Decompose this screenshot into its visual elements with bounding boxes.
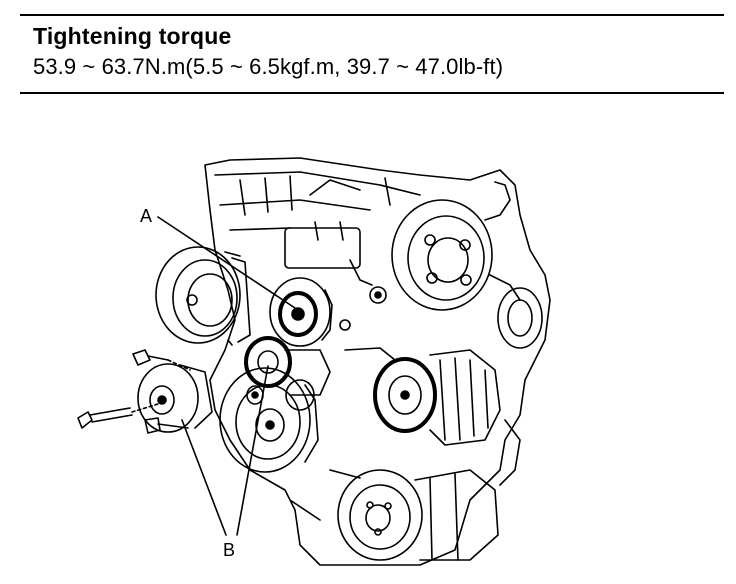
callout-b-leader-left	[181, 419, 227, 536]
bolt-upper	[132, 349, 169, 366]
callout-b-label: B	[223, 540, 235, 560]
torque-value: 53.9 ~ 63.7N.m(5.5 ~ 6.5kgf.m, 39.7 ~ 47…	[33, 54, 504, 79]
top-rule	[20, 14, 724, 16]
engine-detail-lines	[289, 259, 396, 521]
crankshaft-damper	[219, 367, 319, 473]
bracket-plate	[284, 227, 361, 269]
bracket-studs	[314, 221, 344, 241]
callout-a-label: A	[140, 206, 152, 226]
crankshaft-pulley	[155, 246, 251, 346]
ac-compressor-pulley	[337, 469, 499, 561]
auto-tensioner	[244, 336, 331, 411]
cylinder-head-detail	[214, 171, 421, 231]
bolt-left	[77, 407, 133, 429]
engine-block-outline	[204, 157, 551, 566]
bolt-head	[369, 286, 387, 304]
detached-idler-pulley	[137, 363, 213, 433]
alternator	[373, 349, 501, 446]
assembly-line	[131, 403, 159, 413]
torque-title: Tightening torque	[33, 23, 232, 49]
assembly-line	[167, 359, 191, 371]
upper-cover-ribs	[239, 175, 391, 216]
engine-detail-lines	[499, 419, 521, 486]
bolt-lower	[144, 417, 189, 434]
water-pump-pulley	[497, 287, 543, 349]
bottom-rule	[20, 92, 724, 94]
power-steering-pulley	[391, 181, 521, 311]
callout-a-leader	[157, 216, 296, 309]
bolt-center	[374, 291, 382, 299]
bolt-head	[339, 319, 351, 331]
callout-b-leader-right	[236, 365, 269, 536]
idler-pulley-a	[269, 277, 333, 347]
